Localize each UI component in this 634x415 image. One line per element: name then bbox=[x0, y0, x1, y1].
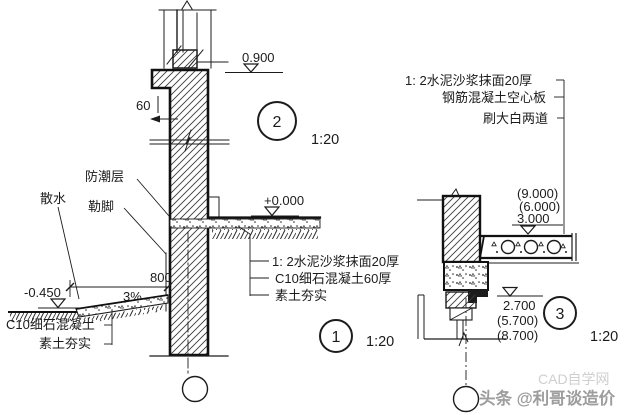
grid-bubble-left bbox=[181, 375, 209, 403]
grid-bubble-right bbox=[452, 385, 480, 413]
elevation-3000: 3.000 bbox=[517, 211, 550, 226]
scale-detail-3: 1:20 bbox=[590, 329, 618, 345]
detail-number-3: 3 bbox=[556, 306, 565, 323]
dimension-800: 800 bbox=[150, 270, 172, 285]
label-floor-layer-mortar: 1: 2水泥沙浆抹面20厚 bbox=[272, 254, 399, 269]
elevation-9000: (9.000) bbox=[517, 186, 558, 201]
label-plinth: 勒脚 bbox=[88, 199, 114, 214]
elevation-minus-0450: -0.450 bbox=[24, 285, 61, 300]
watermark-main-text: 头条 @利哥谈造价 bbox=[479, 388, 616, 408]
detail-bubble-2 bbox=[257, 101, 297, 141]
elevation-2700: 2.700 bbox=[503, 298, 536, 313]
detail-2-annotations: 0.900 60 2 1:20 防潮层 勒脚 +0.000 bbox=[85, 50, 339, 255]
label-floor-layer-concrete: C10细石混凝土60厚 bbox=[275, 271, 391, 286]
label-apron-layer-concrete: C10细石混凝土 bbox=[6, 317, 95, 332]
scale-detail-1: 1:20 bbox=[366, 334, 394, 350]
elevation-6000: (6.000) bbox=[519, 199, 560, 214]
label-apron-layer-earth: 素土夯实 bbox=[39, 336, 91, 351]
elevation-8700: (8.700) bbox=[497, 328, 538, 343]
dimension-60: 60 bbox=[136, 98, 150, 113]
elevation-5700: (5.700) bbox=[497, 313, 538, 328]
scale-detail-2: 1:20 bbox=[311, 132, 339, 148]
elevation-0000: +0.000 bbox=[264, 193, 304, 208]
detail-1-apron-section: 散水 800 3% -0.450 C10细石混凝土 素土夯实 1: 2水泥沙浆抹… bbox=[6, 191, 399, 353]
label-ceiling-mortar: 1: 2水泥沙浆抹面20厚 bbox=[405, 73, 532, 88]
detail-bubble-1 bbox=[319, 319, 353, 353]
label-dampproof-course: 防潮层 bbox=[85, 169, 124, 184]
label-hollow-slab: 钢筋混凝土空心板 bbox=[442, 90, 546, 105]
detail-3-window-head-section: 1: 2水泥沙浆抹面20厚 钢筋混凝土空心板 刷大白两道 (9.000) (6.… bbox=[405, 73, 618, 413]
label-whitewash: 刷大白两道 bbox=[483, 111, 548, 126]
detail-number-2: 2 bbox=[273, 114, 282, 131]
detail-number-1: 1 bbox=[332, 329, 341, 346]
watermark-ghost-text: CAD自学网 bbox=[538, 371, 610, 387]
label-floor-layer-earth: 素土夯实 bbox=[275, 288, 327, 303]
watermark: CAD自学网 头条 @利哥谈造价 bbox=[479, 371, 616, 408]
elevation-0900: 0.900 bbox=[242, 50, 275, 65]
detail-2-window-sill-section bbox=[149, 0, 322, 403]
label-apron: 散水 bbox=[40, 191, 66, 206]
detail-bubble-3 bbox=[543, 296, 577, 330]
